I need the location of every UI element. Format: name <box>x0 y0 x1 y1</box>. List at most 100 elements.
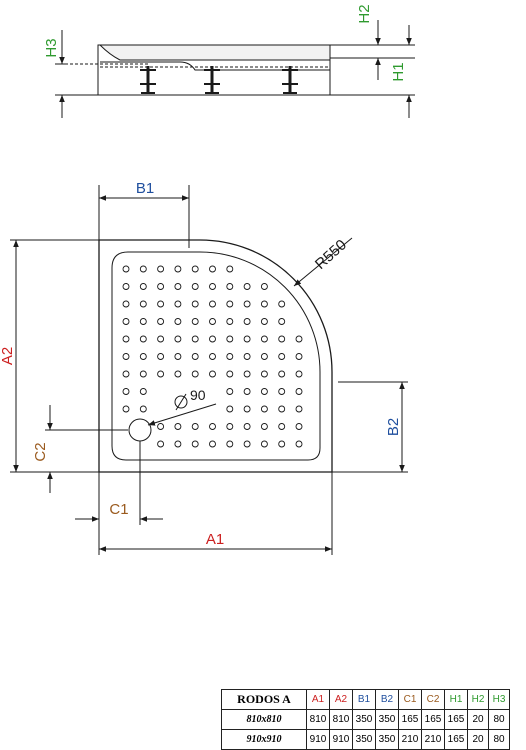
texture-dot <box>191 370 199 378</box>
label-h2: H2 <box>356 4 373 23</box>
cell: 350 <box>352 729 376 750</box>
texture-dot <box>122 283 130 290</box>
texture-dot <box>278 423 286 430</box>
texture-dot <box>122 318 130 325</box>
texture-dot <box>260 335 268 343</box>
leg-3 <box>282 66 298 94</box>
texture-dot <box>157 353 165 360</box>
texture-dot <box>122 300 130 308</box>
col-a1: A1 <box>306 689 330 710</box>
label-a1: A1 <box>206 531 224 548</box>
texture-dot <box>157 440 165 448</box>
texture-dot <box>174 440 182 448</box>
texture-dot <box>260 370 268 378</box>
texture-dot <box>122 370 130 378</box>
texture-dot <box>174 283 182 290</box>
table-header-row: RODOS A A1 A2 B1 B2 C1 C2 H1 H2 H3 <box>221 689 510 710</box>
texture-dot <box>157 300 165 308</box>
col-h2: H2 <box>467 689 489 710</box>
diameter-symbol <box>174 395 188 409</box>
cell: 910 <box>329 729 353 750</box>
tray-side-rim <box>98 44 331 61</box>
cell: 210 <box>398 729 422 750</box>
texture-dot <box>295 353 303 360</box>
texture-dot <box>139 405 147 413</box>
texture-dot <box>174 423 182 430</box>
texture-dot <box>260 440 268 448</box>
texture-dot <box>278 335 286 343</box>
texture-dot <box>243 353 251 360</box>
texture-dot <box>122 353 130 360</box>
texture-dot <box>209 335 216 343</box>
texture-dot <box>157 423 165 430</box>
row-size: 910x910 <box>221 729 307 750</box>
label-b1: B1 <box>136 180 154 197</box>
label-h3: H3 <box>43 38 60 57</box>
texture-dot <box>191 353 199 360</box>
leg-2 <box>204 66 220 94</box>
texture-dot <box>278 300 286 308</box>
texture-dot <box>226 318 234 325</box>
texture-dot <box>295 440 303 448</box>
anti-slip-texture <box>122 265 303 448</box>
texture-dot <box>226 353 234 360</box>
label-b2: B2 <box>385 418 402 436</box>
texture-dot <box>226 265 234 273</box>
texture-dot <box>139 300 147 308</box>
cell: 165 <box>421 709 445 730</box>
cell: 165 <box>444 709 468 730</box>
texture-dot <box>226 423 234 430</box>
texture-dot <box>209 318 216 325</box>
texture-dot <box>139 335 147 343</box>
texture-dot <box>226 388 234 395</box>
texture-dot <box>295 370 303 378</box>
row-size: 810x810 <box>221 709 307 730</box>
label-a2: A2 <box>0 347 16 365</box>
label-drain: 90 <box>190 387 206 403</box>
texture-dot <box>139 318 147 325</box>
texture-dot <box>157 335 165 343</box>
texture-dot <box>122 265 130 273</box>
texture-dot <box>191 300 199 308</box>
texture-dot <box>209 300 216 308</box>
label-c1: C1 <box>109 501 128 518</box>
texture-dot <box>139 265 147 273</box>
label-h1: H1 <box>390 62 407 81</box>
col-c2: C2 <box>421 689 445 710</box>
texture-dot <box>191 440 199 448</box>
texture-dot <box>139 353 147 360</box>
texture-dot <box>209 423 216 430</box>
col-h3: H3 <box>488 689 510 710</box>
texture-dot <box>139 283 147 290</box>
col-h1: H1 <box>444 689 468 710</box>
col-b1: B1 <box>352 689 376 710</box>
texture-dot <box>174 370 182 378</box>
table-row: 810x810 810 810 350 350 165 165 165 20 8… <box>221 709 510 730</box>
texture-dot <box>174 353 182 360</box>
cell: 810 <box>306 709 330 730</box>
texture-dot <box>157 283 165 290</box>
texture-dot <box>260 300 268 308</box>
texture-dot <box>174 265 182 273</box>
texture-dot <box>243 405 251 413</box>
leg-1 <box>140 66 156 94</box>
texture-dot <box>139 370 147 378</box>
texture-dot <box>174 318 182 325</box>
texture-dot <box>139 388 147 395</box>
texture-dot <box>209 283 216 290</box>
tray-basin <box>111 251 321 461</box>
cell: 210 <box>421 729 445 750</box>
texture-dot <box>278 353 286 360</box>
cell: 350 <box>375 709 399 730</box>
cell: 810 <box>329 709 353 730</box>
texture-dot <box>226 370 234 378</box>
texture-dot <box>260 423 268 430</box>
label-c2: C2 <box>32 442 49 461</box>
texture-dot <box>295 388 303 395</box>
texture-dot <box>260 283 268 290</box>
texture-dot <box>243 335 251 343</box>
texture-dot <box>243 283 251 290</box>
texture-dot <box>226 283 234 290</box>
texture-dot <box>243 388 251 395</box>
